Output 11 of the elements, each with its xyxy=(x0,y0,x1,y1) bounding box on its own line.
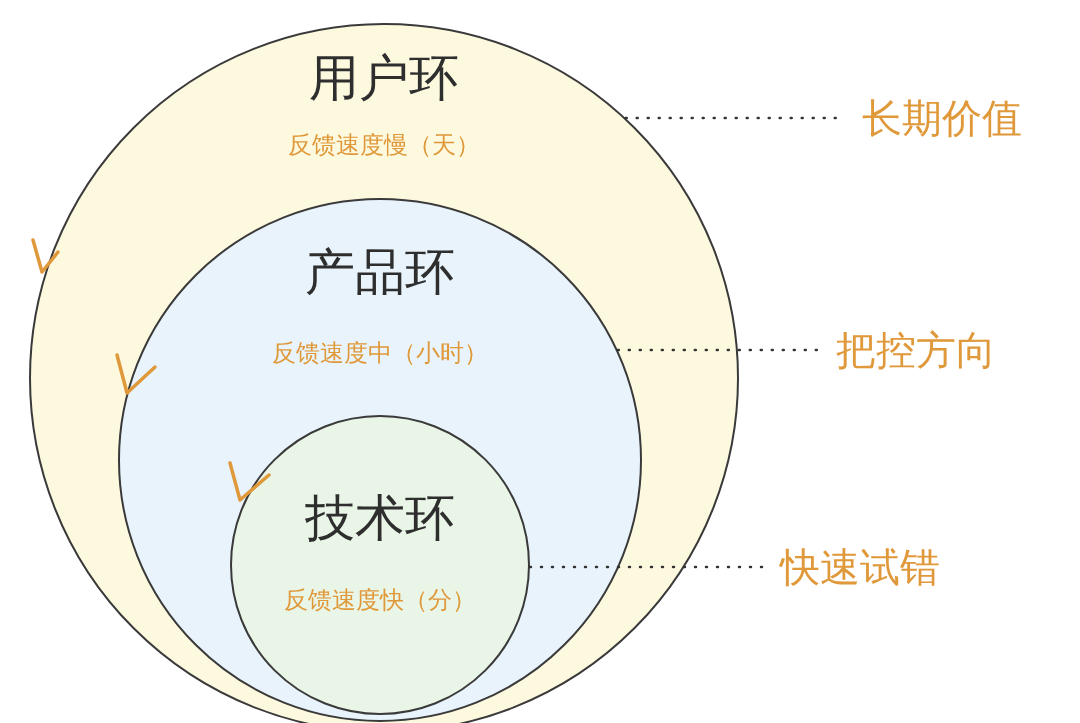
leader-line xyxy=(616,348,820,352)
feedback-speed-text: 反馈速度快（分） xyxy=(283,588,477,612)
feedback-speed-text: 反馈速度中（小时） xyxy=(271,341,489,365)
loop-title: 用户环 xyxy=(308,53,460,103)
loop-title: 技术环 xyxy=(304,493,456,543)
side-label: 把控方向 xyxy=(836,330,996,370)
side-label: 长期价值 xyxy=(862,98,1022,138)
side-label: 快速试错 xyxy=(780,547,940,587)
loop-title: 产品环 xyxy=(304,247,456,297)
feedback-speed-text: 反馈速度慢（天） xyxy=(287,133,481,157)
leader-line xyxy=(528,565,764,569)
